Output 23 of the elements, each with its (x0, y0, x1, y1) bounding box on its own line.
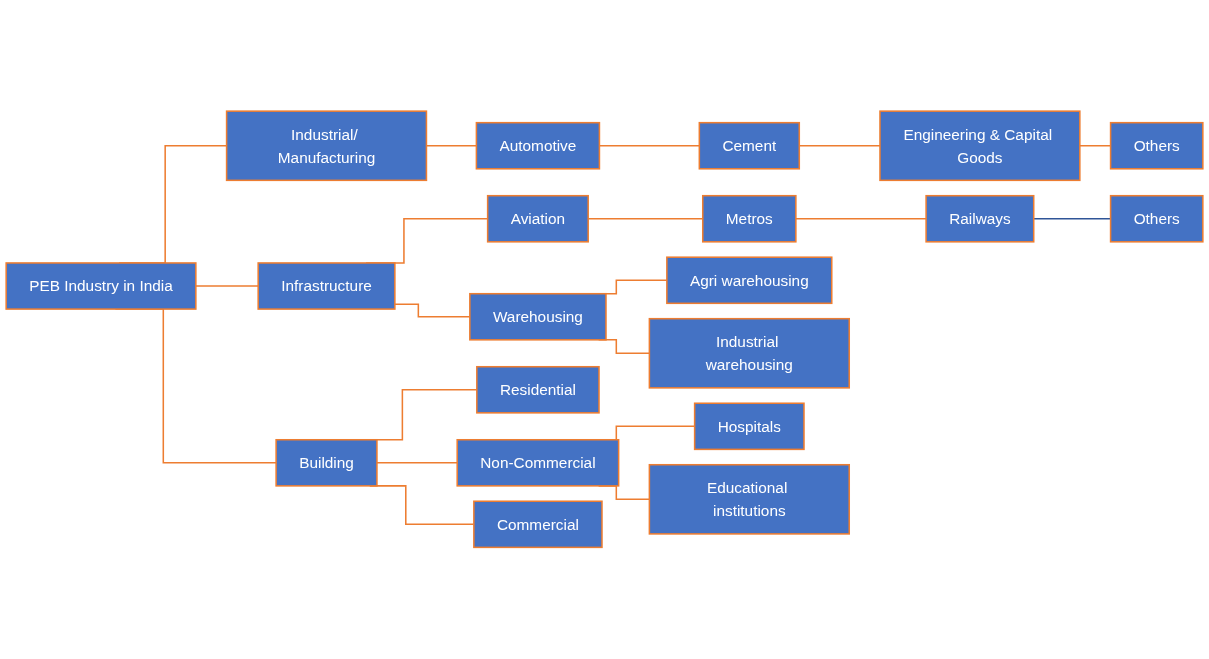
node-box: Agri warehousing (666, 256, 833, 305)
node-box: Engineering & Capital Goods (879, 110, 1081, 182)
node-box: Others (1109, 195, 1204, 243)
connector (376, 462, 458, 464)
node-box: Automotive (475, 122, 601, 170)
node-box: Industrial/ Manufacturing (225, 110, 428, 182)
node-box: Commercial (473, 500, 603, 549)
node-box: Railways (925, 195, 1035, 243)
node-box: Building (275, 439, 378, 487)
node-box: Cement (698, 122, 801, 170)
connector (795, 218, 927, 220)
connector (195, 285, 259, 287)
node-box: PEB Industry in India (5, 262, 197, 311)
node-box: Warehousing (469, 293, 607, 341)
node-box: Infrastructure (257, 262, 396, 311)
node-box: Residential (476, 366, 600, 414)
node-box: Industrial warehousing (648, 318, 850, 389)
node-box: Others (1109, 122, 1204, 170)
node-box: Metros (702, 195, 797, 243)
node-box: Hospitals (693, 402, 805, 451)
node-box: Educational institutions (648, 464, 850, 535)
node-box: Non-Commercial (456, 439, 620, 487)
node-box: Aviation (486, 195, 589, 243)
